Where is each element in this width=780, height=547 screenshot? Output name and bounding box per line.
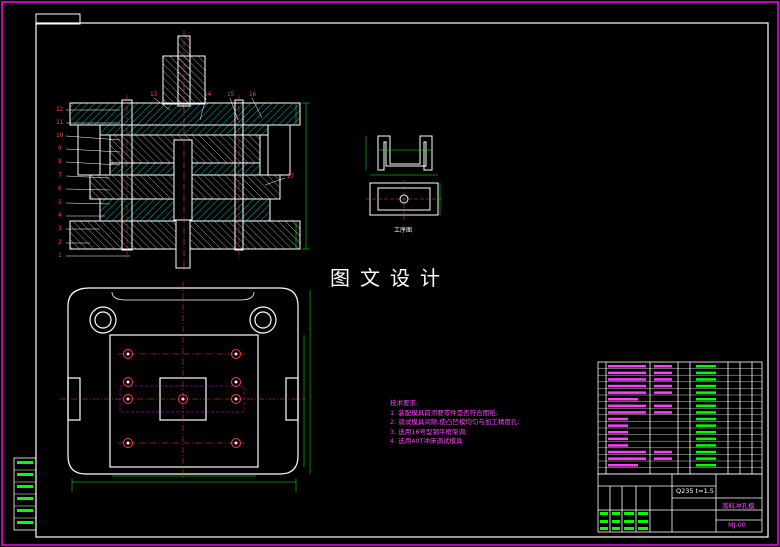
tech-requirements: 技术要求: 1. 装配模具前须要零件是否符合图纸; 2. 调试模具间隙,使凸凹模… [390,399,520,447]
title-block [597,473,763,533]
workpiece-views [366,135,442,220]
parts-list-mat [696,365,716,467]
drawing-name: 落料冲孔模 [722,502,755,510]
border-tab [35,13,81,25]
part-number: 4 [58,212,62,219]
parts-list-rows [598,368,762,468]
parts-list-text [608,365,672,467]
part-number: 16 [249,91,257,98]
part-number: 9 [58,145,62,152]
tech-requirement-item: 3. 选用16号型钢平框架调; [390,427,468,436]
part-number: 17 [287,173,295,180]
part-number: 3 [58,225,62,232]
tech-requirements-title: 技术要求: [390,399,419,407]
watermark: 图文设计 [330,266,450,290]
part-number: 2 [58,239,62,246]
part-number: 7 [58,172,62,179]
workpiece-label: 工序图 [394,227,413,234]
part-number: 15 [227,91,235,98]
part-number: 6 [58,185,62,192]
part-number: 8 [58,158,62,165]
part-number: 5 [58,199,62,206]
inner-border [35,22,769,538]
tech-requirement-item: 1. 装配模具前须要零件是否符合图纸; [390,408,498,417]
part-number: 11 [56,119,64,126]
part-number: 10 [56,132,64,139]
part-number: 13 [150,91,158,98]
tech-requirement-item: 4. 选用40T冲床调试模具 [390,437,463,445]
part-number: 1 [58,252,62,259]
plan-view [67,287,299,475]
side-strip [13,457,37,531]
part-number: 12 [56,106,64,113]
section-view [65,30,310,272]
tech-requirement-item: 2. 调试模具间隙,使凸凹模均匀与加工精度孔; [390,418,520,426]
drawing-number: MJ-00 [728,521,746,529]
part-number: 14 [204,91,212,98]
material-spec: Q235 t=1.5 [676,487,714,495]
